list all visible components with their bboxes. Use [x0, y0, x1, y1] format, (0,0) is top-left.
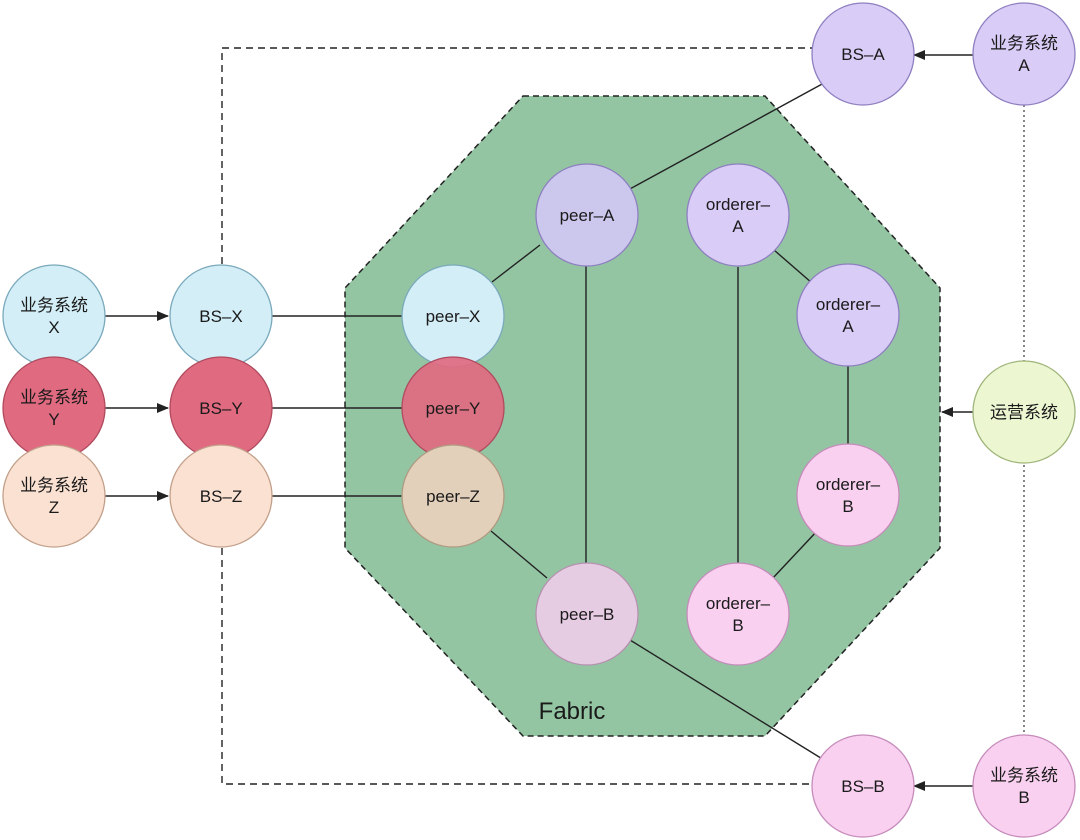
node-label-peer-x-0: peer–X — [426, 307, 481, 326]
node-label-bs-a-0: BS–A — [841, 45, 885, 64]
edges — [272, 82, 849, 761]
node-biz-x: 业务系统 X — [2, 264, 106, 368]
node-circle-biz-z — [2, 444, 106, 548]
node-circle-biz-x — [2, 264, 106, 368]
node-peer-z: peer–Z — [401, 444, 505, 548]
node-label-orderer-a2-1: A — [842, 317, 854, 336]
node-label-biz-a-0: 业务系统 — [990, 34, 1058, 53]
node-label-biz-b-1: B — [1018, 788, 1029, 807]
dashed-link-bsx-bsa — [221, 47, 812, 264]
node-biz-a: 业务系统 A — [972, 2, 1076, 106]
node-circle-ops — [972, 360, 1076, 464]
node-peer-x: peer–X — [401, 264, 505, 368]
node-circle-orderer-b2 — [686, 562, 790, 666]
node-label-biz-a-1: A — [1018, 56, 1030, 75]
edge-peera-peerx — [491, 244, 541, 283]
edge-ordA1-ordA2 — [773, 249, 813, 284]
node-label-biz-y-1: Y — [48, 410, 59, 429]
node-bs-z: BS–Z — [169, 444, 273, 548]
node-circle-peer-z — [401, 444, 505, 548]
node-circle-biz-b — [972, 734, 1076, 838]
node-label-biz-z-0: 业务系统 — [20, 476, 88, 495]
dashed-link-bsz-bsb — [221, 548, 812, 785]
node-label-peer-a-0: peer–A — [560, 206, 615, 225]
node-biz-y: 业务系统 Y — [2, 356, 106, 460]
node-bs-y: BS–Y — [169, 356, 273, 460]
node-label-orderer-b2-0: orderer– — [706, 594, 771, 613]
node-label-biz-y-0: 业务系统 — [20, 388, 88, 407]
node-label-biz-z-1: Z — [49, 498, 59, 517]
edge-bsa-peera — [627, 82, 825, 191]
edge-peerb-bsb — [629, 639, 825, 761]
node-orderer-a1: orderer– A — [686, 163, 790, 267]
node-circle-orderer-a1 — [686, 163, 790, 267]
node-circle-peer-a — [535, 163, 639, 267]
node-orderer-b2: orderer– B — [686, 562, 790, 666]
fabric-label: Fabric — [539, 698, 606, 725]
node-label-orderer-a1-0: orderer– — [706, 195, 771, 214]
fabric-region — [344, 95, 941, 737]
node-label-orderer-a2-0: orderer– — [816, 295, 881, 314]
node-label-peer-z-0: peer–Z — [426, 487, 480, 506]
edge-peerz-peerb — [490, 530, 548, 579]
node-ops: 运营系统 — [972, 360, 1076, 464]
node-label-peer-y-0: peer–Y — [426, 399, 481, 418]
node-label-orderer-a1-1: A — [732, 217, 744, 236]
node-label-ops-0: 运营系统 — [990, 403, 1058, 422]
node-orderer-b1: orderer– B — [796, 443, 900, 547]
node-circle-bs-b — [811, 734, 915, 838]
node-bs-x: BS–X — [169, 264, 273, 368]
node-peer-y: peer–Y — [401, 356, 505, 460]
node-label-bs-y-0: BS–Y — [199, 399, 242, 418]
node-label-biz-b-0: 业务系统 — [990, 766, 1058, 785]
node-bs-a: BS–A — [811, 2, 915, 106]
node-circle-biz-y — [2, 356, 106, 460]
node-label-biz-x-0: 业务系统 — [20, 296, 88, 315]
node-peer-b: peer–B — [535, 562, 639, 666]
node-circle-bs-z — [169, 444, 273, 548]
arrows — [104, 50, 974, 791]
node-circle-bs-a — [811, 2, 915, 106]
node-orderer-a2: orderer– A — [796, 263, 900, 367]
node-label-bs-z-0: BS–Z — [200, 487, 243, 506]
node-bs-b: BS–B — [811, 734, 915, 838]
node-label-bs-b-0: BS–B — [841, 777, 884, 796]
node-label-orderer-b1-1: B — [842, 497, 853, 516]
node-circle-orderer-a2 — [796, 263, 900, 367]
node-label-peer-b-0: peer–B — [560, 605, 615, 624]
node-label-orderer-b2-1: B — [732, 616, 743, 635]
node-peer-a: peer–A — [535, 163, 639, 267]
node-biz-b: 业务系统 B — [972, 734, 1076, 838]
node-label-bs-x-0: BS–X — [199, 307, 242, 326]
node-circle-orderer-b1 — [796, 443, 900, 547]
node-label-biz-x-1: X — [48, 318, 59, 337]
node-circle-biz-a — [972, 2, 1076, 106]
edge-ordB1-ordB2 — [771, 529, 819, 580]
node-circle-peer-b — [535, 562, 639, 666]
node-label-orderer-b1-0: orderer– — [816, 475, 881, 494]
node-biz-z: 业务系统 Z — [2, 444, 106, 548]
